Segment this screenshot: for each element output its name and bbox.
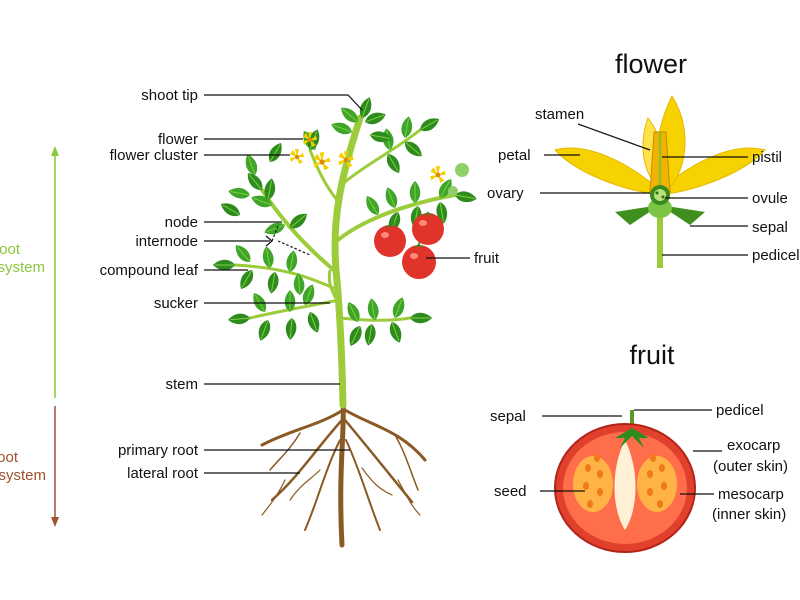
label-petal: petal [498, 147, 531, 164]
label-pistil: pistil [752, 149, 782, 166]
plant-roots [260, 397, 427, 548]
tomato-fruit [374, 225, 406, 257]
fruit-cross-section: fruit sepal pedicel seed exocarp (outer … [490, 340, 788, 553]
label-compound-leaf: compound leaf [100, 262, 199, 279]
ovule-dot [661, 195, 665, 199]
label-sepal-fruit: sepal [490, 408, 526, 425]
petal-left [554, 147, 661, 196]
label-mesocarp: mesocarp [718, 486, 784, 503]
shoot-system-label: shoot [0, 241, 21, 258]
plant-fruits [374, 211, 444, 279]
label-ovary: ovary [487, 185, 524, 202]
label-primary-root: primary root [118, 442, 199, 459]
leader-stamen [577, 123, 651, 151]
locule-right [637, 456, 677, 512]
internode-dashed-bracket [271, 225, 311, 256]
plant-flowers [290, 132, 469, 196]
label-sucker: sucker [154, 295, 198, 312]
label-shoot-tip: shoot tip [141, 87, 198, 104]
label-sepal-flower: sepal [752, 219, 788, 236]
label-flower: flower [158, 131, 198, 148]
petal-right [659, 147, 766, 196]
leader-shoot-tip [204, 94, 363, 111]
plant-annotations: shoot tip flower flower cluster node int… [100, 87, 500, 482]
plant-stem [233, 114, 457, 409]
fruit-core [614, 440, 636, 530]
fruit-title: fruit [629, 340, 675, 370]
root-system-bracket: root system [0, 406, 59, 527]
green-bud [448, 186, 458, 196]
label-pedicel-flower: pedicel [752, 247, 800, 264]
label-internode: internode [135, 233, 198, 250]
label-lateral-root: lateral root [127, 465, 199, 482]
root-system-label-2: system [0, 467, 46, 484]
seeds [583, 454, 667, 508]
label-stamen: stamen [535, 106, 584, 123]
fruit-sepal [615, 428, 649, 448]
label-stem: stem [165, 376, 198, 393]
ovule-dot [655, 191, 659, 195]
tomato-fruit [412, 213, 444, 245]
label-exocarp-note: (outer skin) [713, 458, 788, 475]
flower-title: flower [615, 49, 687, 79]
flower-cross-section: flower stamen petal ovary pistil ovule s… [487, 49, 800, 268]
shoot-system-bracket: shoot system [0, 146, 59, 398]
label-mesocarp-note: (inner skin) [712, 506, 786, 523]
label-seed: seed [494, 483, 527, 500]
label-fruit: fruit [474, 250, 500, 267]
label-flower-cluster: flower cluster [110, 147, 198, 164]
label-node: node [165, 214, 198, 231]
green-bud [455, 163, 469, 177]
label-exocarp: exocarp [727, 437, 780, 454]
label-ovule: ovule [752, 190, 788, 207]
tomato-fruit [402, 245, 436, 279]
shoot-system-label-2: system [0, 259, 45, 276]
label-pedicel-fruit: pedicel [716, 402, 764, 419]
locule-left [573, 456, 613, 512]
root-system-label: root [0, 449, 19, 466]
